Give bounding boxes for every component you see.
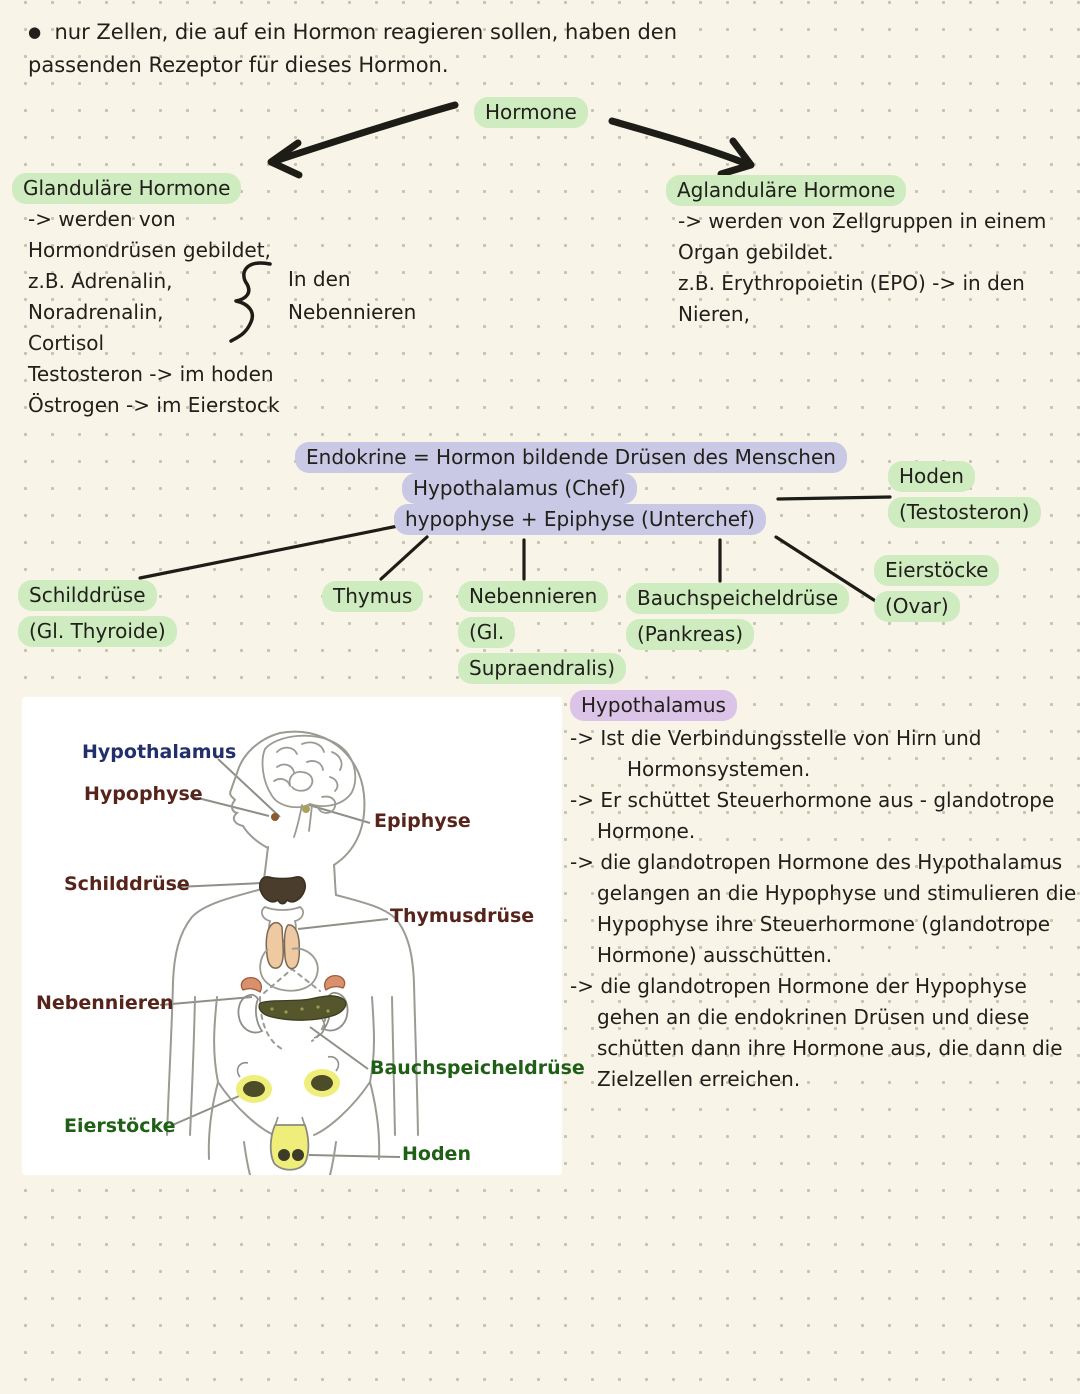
note-line: Östrogen -> im Eierstock: [28, 393, 280, 417]
note-line: schütten dann ihre Hormone aus, die dann…: [597, 1036, 1063, 1060]
note-line: Organ gebildet.: [678, 240, 834, 264]
tree-unterchef-node: hypophyse + Epiphyse (Unterchef): [394, 504, 766, 535]
nebennieren-sublabel-2: Supraendralis): [458, 653, 627, 684]
leader-thymusdruese: [297, 918, 389, 930]
note-line: -> werden von Zellgruppen in einem: [678, 209, 1047, 233]
hoden-label: Hoden: [888, 461, 975, 492]
note-line: -> die glandotropen Hormone des Hypothal…: [570, 850, 1063, 874]
bullet-icon: ●: [28, 23, 42, 41]
hoden-sublabel: (Testosteron): [888, 497, 1041, 528]
leader-hypothalamus: [217, 758, 281, 818]
line-to-hoden: [776, 495, 892, 501]
ovaries: [236, 1055, 340, 1103]
hypophyse-gland: [271, 813, 279, 821]
aglandular-notes: -> werden von Zellgruppen in einem Organ…: [678, 209, 1046, 333]
figure-label-epiphyse: Epiphyse: [374, 810, 471, 832]
note-line: gehen an die endokrinen Drüsen und diese: [597, 1005, 1030, 1029]
intro-note: ● nur Zellen, die auf ein Hormon reagier…: [28, 16, 677, 82]
tree-node-eierstoecke: Eierstöcke (Ovar): [874, 555, 1000, 627]
tree-node-nebennieren: Nebennieren (Gl. Supraendralis): [458, 581, 627, 689]
note-line: Testosteron -> im hoden: [28, 362, 274, 386]
glandular-notes: -> werden von Hormondrüsen gebildet, z.B…: [28, 207, 280, 424]
tree-node-schilddruese: Schilddrüse (Gl. Thyroide): [18, 580, 177, 652]
tree-node-hoden: Hoden (Testosteron): [888, 461, 1041, 533]
figure-label-hypothalamus: Hypothalamus: [82, 741, 237, 763]
note-line: Hormonsystemen.: [627, 757, 811, 781]
epiphyse-gland: [302, 805, 310, 813]
note-line: -> werden von: [28, 207, 176, 231]
figure-label-bauchspeicheldruese: Bauchspeicheldrüse: [370, 1057, 585, 1079]
note-line: Hormone) ausschütten.: [597, 943, 833, 967]
leader-schilddruese: [176, 882, 263, 888]
leader-eierstoecke: [167, 1092, 247, 1128]
note-line: Hormondrüsen gebildet,: [28, 238, 271, 262]
note-line: Hormone.: [597, 819, 696, 843]
hormone-node: Hormone: [474, 97, 588, 128]
nebennieren-label: Nebennieren: [458, 581, 609, 612]
arrow-left-head: [267, 139, 303, 179]
note-line: z.B. Adrenalin,: [28, 269, 173, 293]
arrow-left: [274, 101, 459, 164]
figure-label-eierstoecke: Eierstöcke: [64, 1115, 176, 1137]
eierstoecke-sublabel: (Ovar): [874, 591, 960, 622]
tree-node-pankreas: Bauchspeicheldrüse (Pankreas): [626, 583, 850, 655]
note-line: Hypophyse ihre Steuerhormone (glandotrop…: [597, 912, 1051, 936]
note-line: Zielzellen erreichen.: [597, 1067, 801, 1091]
leader-nebennieren: [159, 996, 253, 1006]
brace-note-line-1: In den: [288, 267, 351, 291]
eierstoecke-label: Eierstöcke: [874, 555, 1000, 586]
pankreas-sublabel: (Pankreas): [626, 619, 755, 650]
intro-line-2: passenden Rezeptor für dieses Hormon.: [28, 53, 449, 77]
line-to-thymus: [379, 535, 429, 581]
note-line: -> Er schüttet Steuerhormone aus - gland…: [570, 788, 1055, 812]
figure-label-hypophyse: Hypophyse: [84, 783, 203, 805]
note-line: Noradrenalin,: [28, 300, 164, 324]
leader-hoden: [308, 1154, 401, 1158]
tree-root-node: Endokrine = Hormon bildende Drüsen des M…: [295, 442, 847, 473]
note-line: -> Ist die Verbindungsstelle von Hirn un…: [570, 726, 982, 750]
pankreas-label: Bauchspeicheldrüse: [626, 583, 850, 614]
arrow-right-head: [717, 137, 755, 178]
heart-outline: [259, 947, 319, 992]
schilddruese-label: Schilddrüse: [18, 580, 157, 611]
intro-line-1: ● nur Zellen, die auf ein Hormon reagier…: [28, 20, 678, 44]
brain-drawing: [261, 734, 357, 838]
thymus-gland: [265, 921, 301, 970]
hypothalamus-section-title: Hypothalamus: [570, 690, 737, 721]
figure-label-thymusdruese: Thymusdrüse: [390, 905, 535, 927]
brace-note-line-2: Nebennieren: [288, 300, 417, 324]
thyroid-gland: [259, 876, 306, 905]
leader-hypophyse: [189, 795, 270, 817]
line-to-schilddruese: [138, 524, 400, 580]
pancreas-gland: [258, 995, 347, 1039]
glandular-title: Glanduläre Hormone: [12, 173, 242, 204]
anatomy-body-drawing: [159, 730, 419, 1175]
note-line: Nieren,: [678, 302, 750, 326]
hypothalamus-notes: -> Ist die Verbindungsstelle von Hirn un…: [570, 726, 1076, 1098]
note-line: Cortisol: [28, 331, 105, 355]
schilddruese-sublabel: (Gl. Thyroide): [18, 616, 177, 647]
note-line: gelangen an die Hypophyse und stimuliere…: [597, 881, 1077, 905]
figure-label-schilddruese: Schilddrüse: [64, 873, 190, 895]
tree-node-thymus: Thymus: [322, 581, 424, 612]
anatomy-figure-image: Hypothalamus Hypophyse Epiphyse Schilddr…: [22, 697, 585, 1175]
testes: [269, 1116, 310, 1171]
aglandular-title: Aglanduläre Hormone: [666, 175, 907, 206]
arrow-right: [608, 117, 751, 168]
figure-label-nebennieren: Nebennieren: [36, 992, 174, 1014]
tree-chef-node: Hypothalamus (Chef): [402, 473, 637, 504]
figure-label-hoden: Hoden: [402, 1143, 471, 1165]
note-line: z.B. Erythropoietin (EPO) -> in den: [678, 271, 1025, 295]
nebennieren-sublabel-1: (Gl.: [458, 617, 516, 648]
adrenal-glands: [240, 975, 346, 993]
note-line: -> die glandotropen Hormone der Hypophys…: [570, 974, 1027, 998]
